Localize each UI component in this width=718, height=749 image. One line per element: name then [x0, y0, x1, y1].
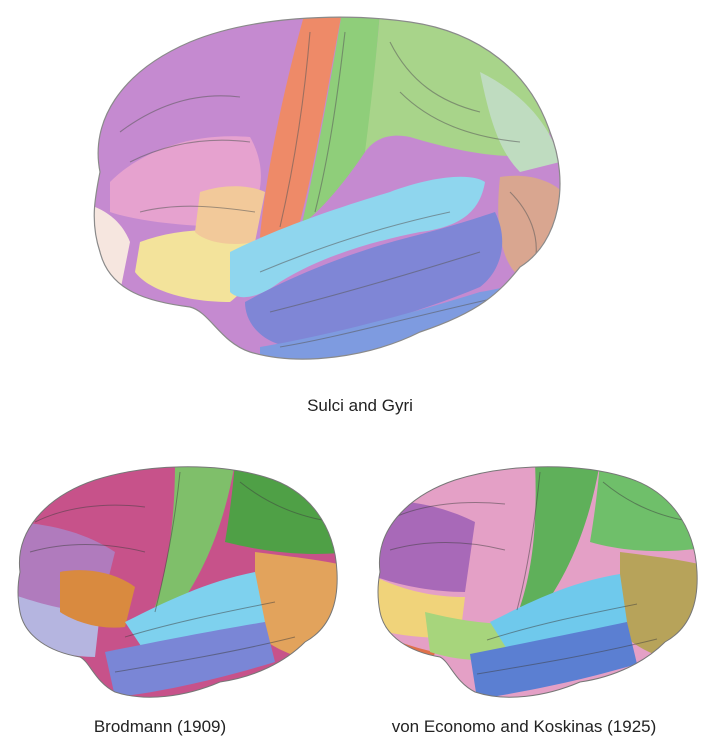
region-frontal-inferior: [195, 186, 265, 244]
caption-brodmann: Brodmann (1909): [10, 717, 310, 737]
caption-sulci-gyri: Sulci and Gyri: [190, 396, 530, 416]
brain-brodmann: [5, 462, 350, 707]
area-parietal-economo: [590, 462, 710, 551]
brain-von-economo: [365, 462, 710, 707]
caption-von-economo: von Economo and Koskinas (1925): [330, 717, 718, 737]
brain-sulci-gyri: [80, 12, 580, 372]
